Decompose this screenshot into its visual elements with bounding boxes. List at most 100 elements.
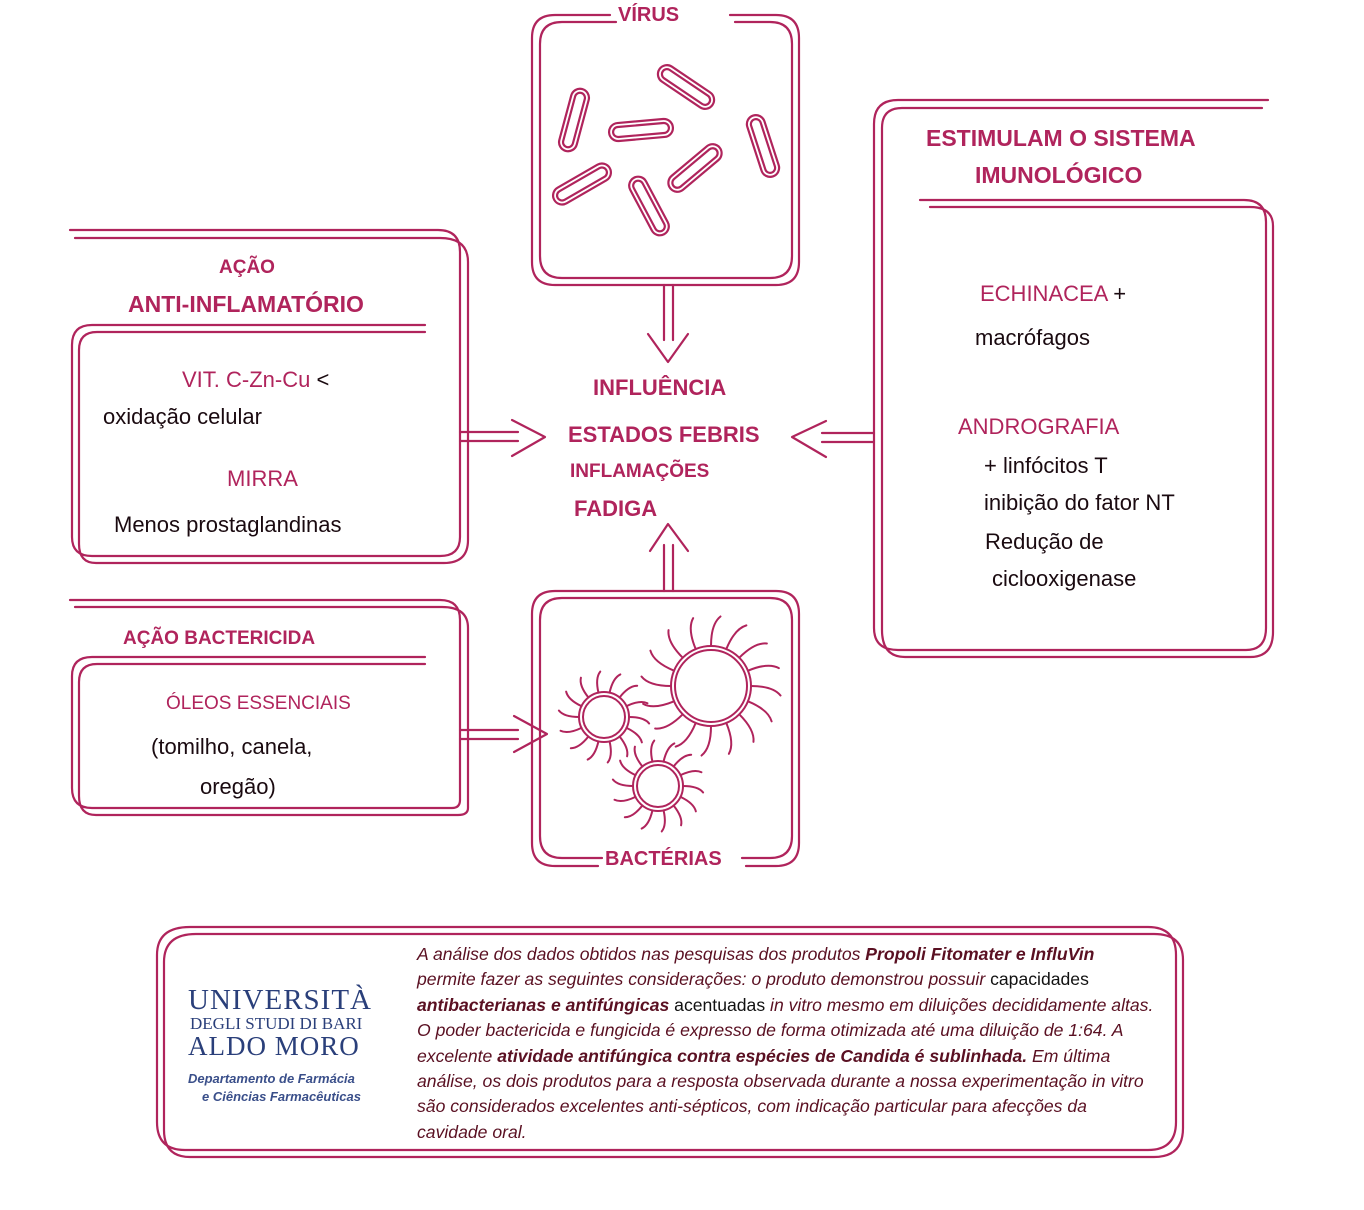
cilium	[619, 759, 637, 777]
cilium	[557, 709, 580, 718]
center-influenza: INFLUÊNCIA	[593, 375, 727, 400]
cilium	[618, 735, 629, 758]
note-part-3: permite fazer as seguintes considerações…	[417, 969, 991, 990]
cilium	[642, 700, 676, 708]
mirra-name: MIRRA	[227, 466, 298, 491]
immune-title-1: ESTIMULAM O SISTEMA	[926, 125, 1196, 151]
department-line2: e Ciências Farmacêuticas	[202, 1089, 361, 1104]
cilium	[672, 804, 683, 827]
cilium	[662, 742, 676, 763]
cilium	[679, 795, 697, 813]
cilium	[649, 649, 676, 672]
cilium	[640, 809, 654, 830]
cilium	[623, 804, 644, 819]
immune-title-2: IMUNOLÓGICO	[975, 162, 1143, 188]
note-antifungal: atividade antifúngica contra espécies de…	[497, 1045, 1028, 1066]
cilium	[672, 753, 693, 768]
cilium	[700, 725, 712, 757]
cilium	[689, 617, 697, 651]
mirra-desc: Menos prostaglandinas	[114, 512, 342, 537]
arrow-immune-left	[790, 419, 876, 459]
arrow-bactericide-right	[458, 714, 549, 754]
cilium	[569, 735, 590, 750]
cilium	[650, 739, 656, 763]
anti-inflammatory-box	[68, 228, 470, 565]
virus-title: VÍRUS	[618, 4, 680, 26]
bacteria-box	[530, 589, 801, 868]
andrografia-desc-2: inibição do fator NT	[984, 490, 1175, 515]
echinacea-name: ECHINACEA	[980, 281, 1108, 306]
cilium	[579, 676, 590, 699]
note-part-7: in vitro mesmo em diluições decididament…	[417, 994, 1154, 1066]
cilium	[674, 721, 697, 748]
footer-box	[155, 925, 1185, 1159]
university-logo-line2: DEGLI STUDI DI BARI	[190, 1014, 363, 1033]
cilium	[738, 713, 755, 743]
note-part-6: acentuadas	[669, 994, 771, 1015]
cilium	[725, 721, 733, 755]
cilium	[750, 685, 782, 697]
cilium	[618, 684, 639, 699]
anti-inflammatory-title-2: ANTI-INFLAMATÓRIO	[128, 291, 364, 317]
cilium	[559, 726, 583, 734]
note-part-1: A análise dos dados obtidos nas pesquisa…	[417, 944, 866, 964]
arrow-bacteria-up	[648, 522, 690, 593]
virus-box	[530, 13, 801, 287]
cilium	[746, 700, 773, 723]
bactericide-box	[68, 598, 470, 817]
andrografia-desc-4: ciclooxigenase	[992, 566, 1137, 591]
cilium	[628, 716, 651, 725]
echinacea-desc: macrófagos	[975, 325, 1090, 350]
cilium	[625, 700, 649, 708]
note-products: Propoli Fitomater e InfluVin	[865, 944, 1095, 964]
cilium	[640, 675, 672, 687]
university-logo-line3: ALDO MORO	[188, 1031, 360, 1061]
cilium	[586, 740, 600, 761]
center-fever: ESTADOS FEBRIS	[568, 422, 760, 447]
less-than-symbol: <	[316, 367, 330, 392]
immune-box	[872, 98, 1275, 659]
anti-inflammatory-title-1: AÇÃO	[219, 257, 275, 278]
cilium	[710, 615, 722, 647]
andrografia-name: ANDROGRAFIA	[958, 414, 1120, 439]
cilium	[679, 769, 703, 777]
cilium	[738, 642, 768, 659]
center-inflammation: INFLAMAÇÕES	[570, 461, 710, 482]
cilium	[633, 745, 644, 768]
cilium	[654, 713, 684, 730]
vitamin-desc: oxidação celular	[103, 404, 262, 429]
andrografia-desc-3: Redução de	[985, 529, 1104, 554]
cilium	[682, 785, 705, 794]
cilium	[565, 690, 583, 708]
cilium	[613, 795, 637, 803]
department-line1: Departamento de Farmácia	[188, 1071, 355, 1086]
cilium	[667, 629, 684, 659]
coccus-bacteria-icon	[557, 615, 782, 833]
footer-note: A análise dos dados obtidos nas pesquisa…	[417, 942, 1157, 1145]
cilium	[625, 726, 643, 744]
essential-oils-name: ÓLEOS ESSENCIAIS	[166, 693, 351, 714]
plus-symbol: +	[1113, 281, 1127, 306]
cilium	[596, 670, 602, 694]
cilium	[608, 673, 622, 694]
cilium	[746, 664, 780, 672]
cilium	[660, 809, 666, 833]
essential-oils-desc-2: oregão)	[200, 774, 276, 799]
cilium	[606, 740, 612, 764]
note-part-9: Em última análise, os dois produtos para…	[417, 1045, 1144, 1142]
bactericide-title: AÇÃO BACTERICIDA	[123, 628, 316, 649]
center-fatigue: FADIGA	[574, 496, 658, 521]
bacteria-title: BACTÉRIAS	[603, 848, 724, 871]
vitamin-label: VIT. C-Zn-Cu <	[182, 367, 329, 393]
arrow-virus-down	[646, 283, 690, 364]
arrow-anti-inflammatory-right	[458, 418, 547, 458]
andrografia-desc-1: + linfócitos T	[984, 453, 1108, 478]
note-antibacterial: antibacterianas e antifúngicas	[417, 994, 670, 1015]
essential-oils-desc-1: (tomilho, canela,	[151, 734, 313, 759]
cilium	[725, 624, 748, 651]
note-part-4: capacidades	[990, 969, 1089, 990]
echinacea-label: ECHINACEA +	[980, 281, 1126, 307]
rod-virus-icon	[551, 64, 781, 237]
